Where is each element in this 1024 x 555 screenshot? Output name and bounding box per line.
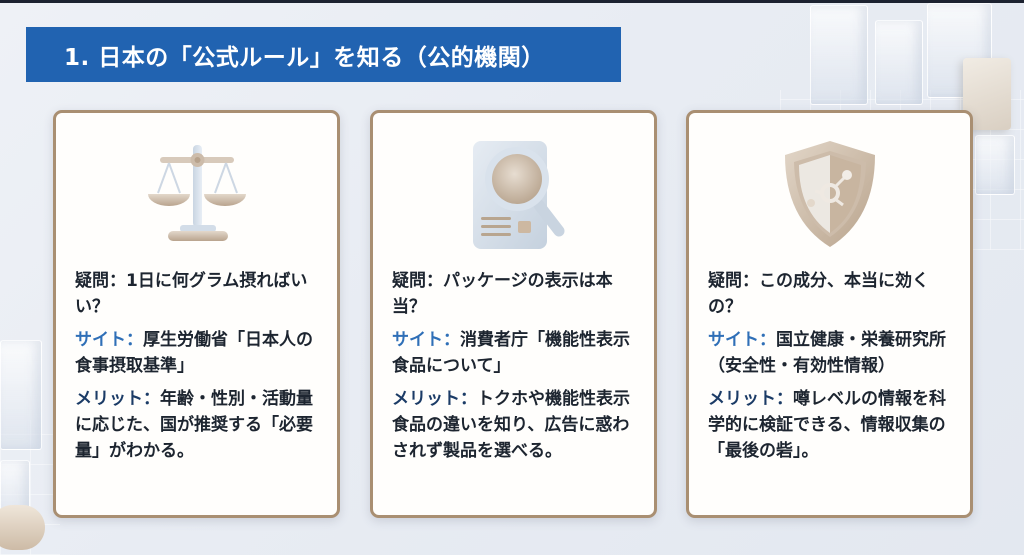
question-row: 疑問：この成分、本当に効くの？ (708, 268, 956, 320)
question-text: パッケージの表示は本当？ (392, 271, 613, 317)
merit-text: 年齢・性別・活動量に応じた、国が推奨する「必要量」がわかる。 (75, 389, 313, 461)
info-card-nibiohn: 疑問：この成分、本当に効くの？ サイト：国立健康・栄養研究所（安全性・有効性情報… (686, 110, 973, 518)
site-row: サイト：厚生労働省「日本人の食事摂取基準」 (75, 327, 323, 379)
merit-row: メリット：噂レベルの情報を科学的に検証できる、情報収集の「最後の砦」。 (708, 386, 956, 464)
shield-molecule-icon (775, 139, 885, 249)
merit-label: メリット： (75, 389, 160, 409)
question-text: 1日に何グラム摂ればいい？ (75, 271, 308, 317)
question-label: 疑問： (392, 271, 443, 291)
site-text: 消費者庁「機能性表示食品について」 (392, 330, 630, 376)
merit-text: 噂レベルの情報を科学的に検証できる、情報収集の「最後の砦」。 (708, 389, 946, 461)
site-text: 国立健康・栄養研究所（安全性・有効性情報） (708, 330, 946, 376)
site-row: サイト：消費者庁「機能性表示食品について」 (392, 327, 640, 379)
question-text: この成分、本当に効くの？ (708, 271, 929, 317)
site-label: サイト： (75, 330, 143, 350)
info-card-mhlw: 疑問：1日に何グラム摂ればいい？ サイト：厚生労働省「日本人の食事摂取基準」 メ… (53, 110, 340, 518)
section-title: 1. 日本の「公式ルール」を知る（公的機関） (64, 44, 545, 71)
site-row: サイト：国立健康・栄養研究所（安全性・有効性情報） (708, 327, 956, 379)
decorative-glass-blocks-bottom-left (0, 320, 60, 555)
merit-label: メリット： (708, 389, 793, 409)
info-card-caa: 疑問：パッケージの表示は本当？ サイト：消費者庁「機能性表示食品について」 メリ… (370, 110, 657, 518)
site-text: 厚生労働省「日本人の食事摂取基準」 (75, 330, 313, 376)
question-label: 疑問： (75, 271, 126, 291)
question-label: 疑問： (708, 271, 759, 291)
site-label: サイト： (392, 330, 460, 350)
site-label: サイト： (708, 330, 776, 350)
merit-row: メリット：年齢・性別・活動量に応じた、国が推奨する「必要量」がわかる。 (75, 386, 323, 464)
merit-label: メリット： (392, 389, 477, 409)
question-row: 疑問：1日に何グラム摂ればいい？ (75, 268, 323, 320)
question-row: 疑問：パッケージの表示は本当？ (392, 268, 640, 320)
document-magnifier-icon (459, 139, 569, 249)
balance-scale-icon (142, 139, 252, 249)
merit-text: トクホや機能性表示食品の違いを知り、広告に惑わされず製品を選べる。 (392, 389, 630, 461)
merit-row: メリット：トクホや機能性表示食品の違いを知り、広告に惑わされず製品を選べる。 (392, 386, 640, 464)
section-header-bar: 1. 日本の「公式ルール」を知る（公的機関） (26, 27, 621, 82)
top-edge (0, 0, 1024, 3)
